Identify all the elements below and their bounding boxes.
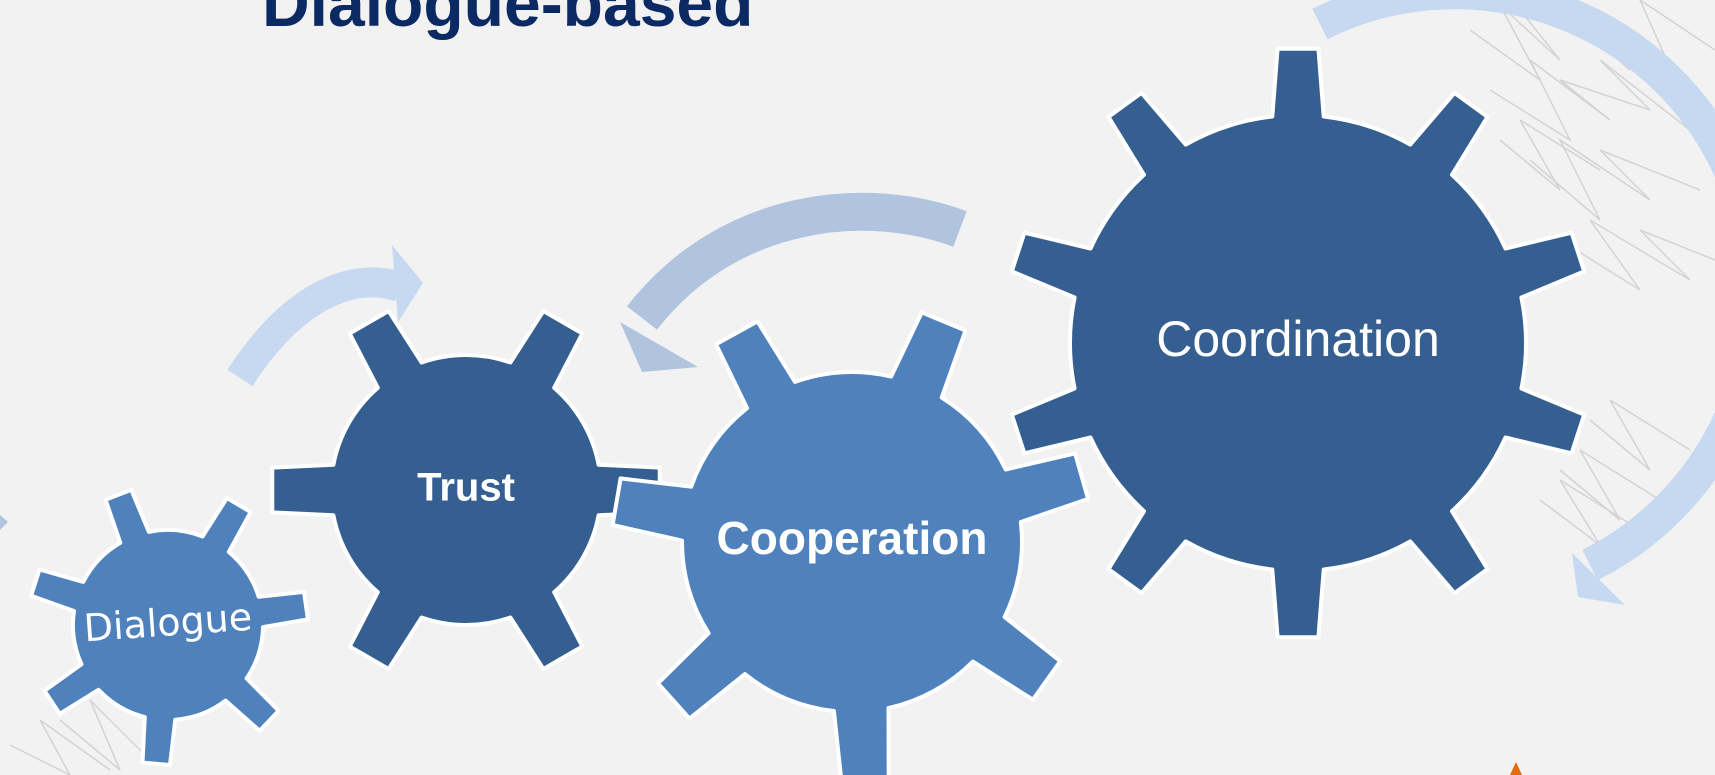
- gear-dialogue: Dialogue: [29, 487, 310, 767]
- gear-icon: [1009, 46, 1587, 640]
- star-pattern-decoration: [9, 0, 1715, 775]
- gear-label-trust: Trust: [417, 466, 515, 510]
- gear-icon: [270, 309, 662, 671]
- gear-label-coordination: Coordination: [1156, 311, 1440, 367]
- gear-icon: [29, 487, 310, 767]
- gear-cooperation: Cooperation: [610, 310, 1091, 775]
- gear-coordination: Coordination: [1009, 46, 1587, 640]
- slide-title: Dialogue-based: [262, 0, 754, 40]
- gear-trust: Trust: [270, 309, 662, 671]
- curved-arrow-icon: [0, 0, 1715, 605]
- gear-label-cooperation: Cooperation: [717, 512, 988, 564]
- gear-icon: [610, 310, 1091, 775]
- corner-accent-icon: [1510, 762, 1522, 775]
